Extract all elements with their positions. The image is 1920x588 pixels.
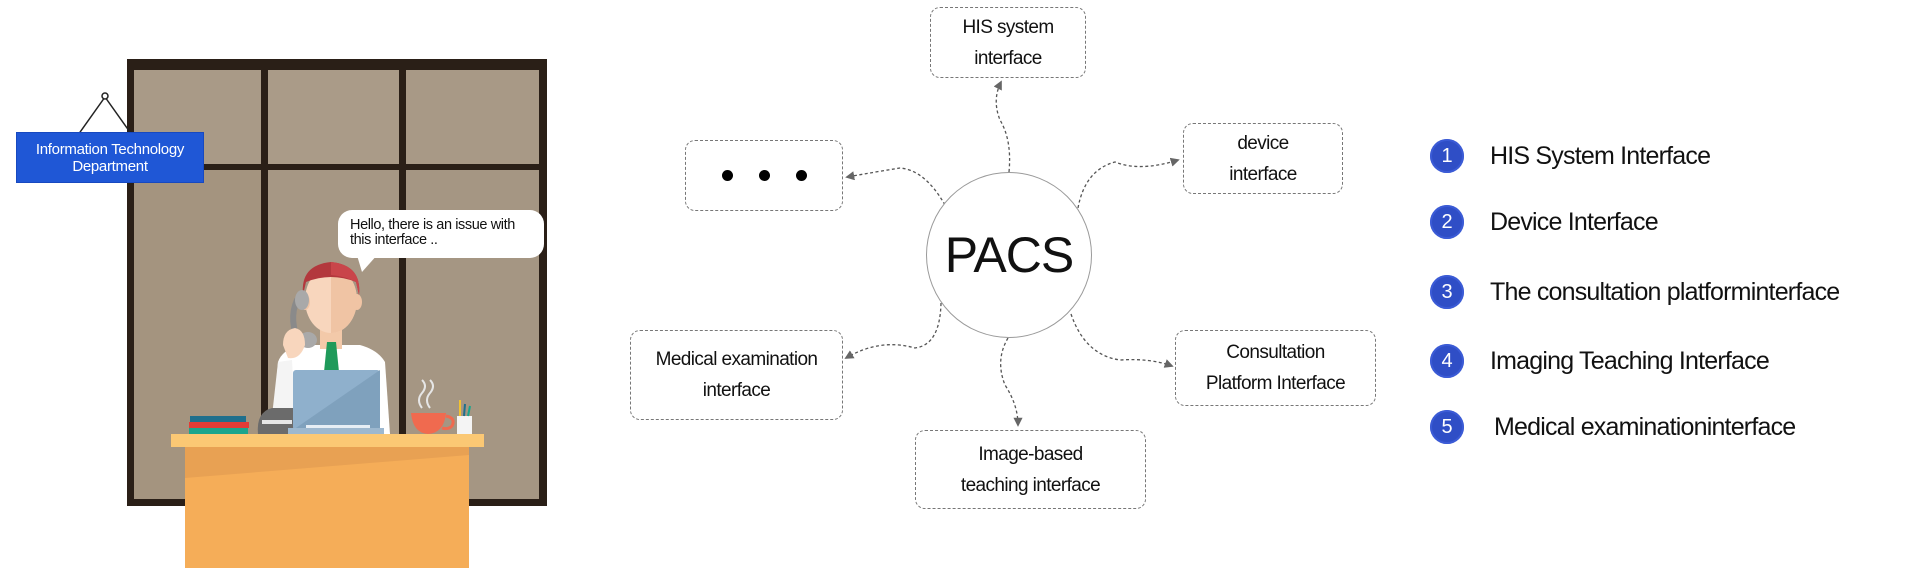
legend-label: HIS System Interface (1490, 141, 1711, 170)
number-badge: 5 (1430, 410, 1464, 444)
node-image-based-teaching-interface: Image-based teaching interface (915, 430, 1146, 509)
node-medical-line2: interface (702, 380, 771, 401)
speech-bubble-line1: Hello, there is an issue with (350, 217, 515, 233)
pacs-center-node: PACS (926, 172, 1092, 338)
legend-item: 5 Medical examinationinterface (1430, 409, 1796, 445)
node-teaching-line2: teaching interface (960, 474, 1101, 496)
ellipsis-icon (721, 170, 807, 181)
department-sign-line1: Information Technology (35, 140, 185, 158)
legend-item: 2 Device Interface (1430, 204, 1659, 240)
desk (171, 434, 484, 568)
legend-label: The consultation platforminterface (1490, 277, 1840, 306)
legend-label: Imaging Teaching Interface (1490, 346, 1770, 375)
connector-more (845, 167, 946, 206)
number-badge: 3 (1430, 275, 1464, 309)
number-badge: 1 (1430, 139, 1464, 173)
node-his-line1: HIS system (962, 16, 1054, 38)
sign-hanger (77, 92, 133, 136)
number-badge: 4 (1430, 344, 1464, 378)
speech-bubble-line2: this interface .. (350, 232, 438, 248)
legend-label: Device Interface (1490, 207, 1659, 236)
number-badge: 2 (1430, 205, 1464, 239)
legend-item: 3 The consultation platforminterface (1430, 274, 1840, 310)
connector-medical (844, 302, 942, 359)
department-sign-line2: Department (72, 157, 148, 175)
legend-item: 1 HIS System Interface (1430, 138, 1711, 174)
node-more-ellipsis (685, 140, 843, 211)
legend-label: Medical examinationinterface (1494, 412, 1796, 441)
node-device-line2: interface (1229, 163, 1297, 185)
node-consultation-line1: Consultation (1226, 342, 1325, 363)
connector-his (993, 80, 1011, 173)
connector-teaching (1000, 337, 1023, 427)
office-scene-graphic (77, 59, 547, 568)
pacs-label: PACS (944, 227, 1074, 283)
node-medical-examination-interface: Medical examination interface (630, 330, 843, 420)
connector-device (1077, 157, 1180, 209)
speech-bubble: Hello, there is an issue with this inter… (338, 210, 544, 258)
node-medical-line1: Medical examination (655, 349, 818, 370)
node-device-line1: device (1237, 132, 1289, 154)
node-his-system-interface: HIS system interface (930, 7, 1086, 78)
node-his-line2: interface (974, 47, 1042, 69)
node-teaching-line1: Image-based (978, 443, 1083, 465)
department-sign: Information Technology Department (17, 133, 203, 182)
office-illustration: Information Technology Department Hello,… (0, 0, 600, 588)
desk-items (189, 370, 472, 434)
connector-consultation (1070, 313, 1174, 368)
node-consultation-line2: Platform Interface (1205, 373, 1346, 394)
node-consultation-platform-interface: Consultation Platform Interface (1175, 330, 1376, 406)
node-device-interface: device interface (1183, 123, 1343, 194)
legend-item: 4 Imaging Teaching Interface (1430, 343, 1770, 379)
